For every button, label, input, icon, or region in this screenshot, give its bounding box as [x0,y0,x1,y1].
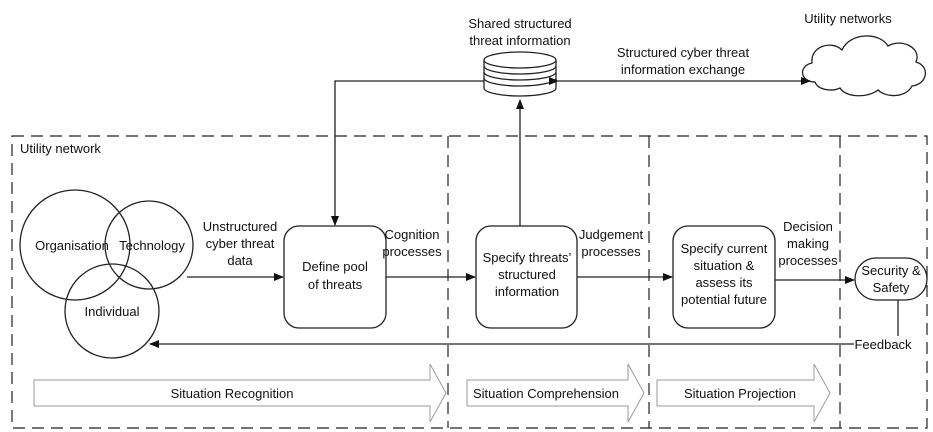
individual-circle [64,263,160,359]
individual-label: Individual [85,304,140,319]
organisation-label: Organisation [35,238,109,253]
cognition-label-line1: Cognition [385,227,440,242]
judgement-label-line2: processes [581,244,641,259]
phase-arrow-comprehension [466,363,645,423]
technology-label: Technology [119,238,185,253]
utility-network-boundary [11,135,928,429]
define-pool-label-line1: Define pool [302,259,368,274]
phase-comprehension-label: Situation Comprehension [473,386,619,401]
unstructured-label-line3: data [227,253,253,268]
specify-current-label-line1: Specify current [681,241,768,256]
specify-threats-label-line3: information [495,284,559,299]
db-to-pool-arrow [331,80,484,226]
exchange-label-line1: Structured cyber threat [617,45,750,60]
exchange-label-line2: information exchange [621,62,745,77]
define-pool-label-line2: of threats [308,277,363,292]
security-label-line2: Safety [873,280,910,295]
shared-db-label-line2: threat information [469,33,570,48]
specify-current-label-line2: situation & [694,258,755,273]
shared-database-icon [483,51,557,97]
technology-circle [104,200,194,290]
utility-networks-label: Utility networks [804,11,892,26]
decision-label-line3: processes [778,253,838,268]
phase-arrow-projection [656,363,831,423]
decision-label-line2: making [787,236,829,251]
cloud-icon [801,35,926,97]
utility-network-label: Utility network [20,141,101,156]
security-safety-box [854,257,928,301]
phase-arrow-recognition [33,363,447,423]
specify-current-label-line4: potential future [681,292,767,307]
specify-current-label-line3: assess its [695,275,753,290]
unstructured-label-line2: cyber threat [206,236,275,251]
judgement-label-line1: Judgement [579,227,644,242]
cognition-label-line2: processes [382,244,442,259]
phase-recognition-label: Situation Recognition [171,386,294,401]
specify-threats-label-line2: structured [498,267,556,282]
shared-db-label-line1: Shared structured [468,16,571,31]
specify-threats-label-line1: Specify threats’ [483,250,572,265]
specify-current-box [672,225,776,329]
unstructured-label-line1: Unstructured [203,219,277,234]
decision-label-line1: Decision [783,219,833,234]
organisation-circle [19,189,131,301]
phase-projection-label: Situation Projection [684,386,796,401]
feedback-label: Feedback [854,337,912,352]
security-label-line1: Security & [861,263,921,278]
